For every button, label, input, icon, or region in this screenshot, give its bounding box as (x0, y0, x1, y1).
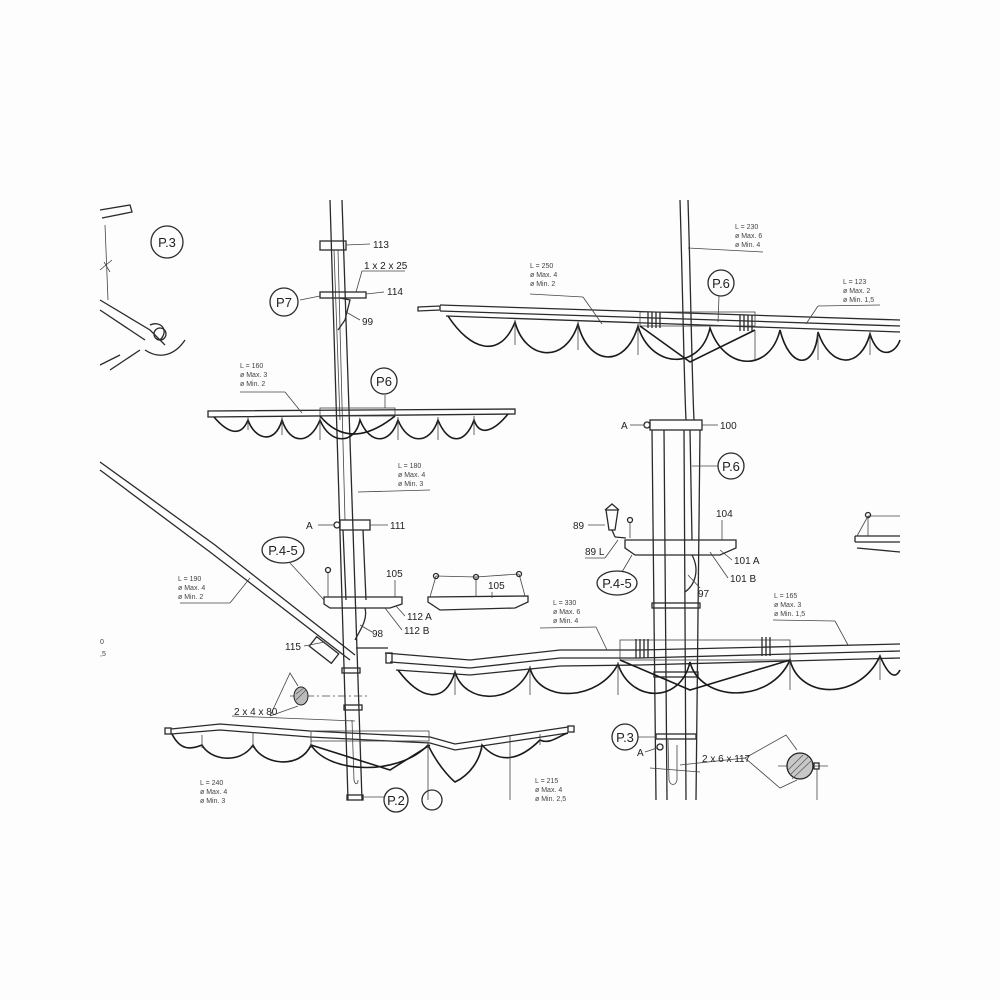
part-112b-label: 112 B (404, 626, 430, 637)
right-partial-top (854, 511, 901, 553)
part-105-detail-label: 105 (488, 581, 505, 592)
spec-length: L = 240 (200, 780, 223, 787)
yard-lower-left: P.2 L = 240 ø Max. 4 ø Min. 3 L = 215 ø … (164, 723, 575, 813)
part-101b-label: 101 B (730, 574, 756, 585)
cap-113 (319, 240, 347, 251)
edge-fragment: ,5 (100, 651, 106, 658)
spec-length: L = 123 (843, 279, 866, 286)
part-114-label: 114 (387, 287, 403, 298)
spec-min-diameter: ø Min. 1,5 (774, 611, 805, 618)
top-detail-105: 105 (427, 570, 529, 611)
spec-min-diameter: ø Min. 4 (553, 618, 578, 625)
ref-label: P.4-5 (268, 543, 297, 558)
point-a-label: A (621, 421, 628, 432)
point-a-label: A (637, 748, 644, 759)
spec-max-diameter: ø Max. 3 (774, 602, 801, 609)
cap-111 (339, 519, 371, 531)
spec-min-diameter: ø Min. 2,5 (535, 796, 566, 803)
point-a-label: A (306, 521, 313, 532)
ref-p3-bottom: P.3 (611, 723, 656, 751)
part-89l-label: 89 L (585, 547, 605, 558)
ref-label: P.3 (616, 730, 634, 745)
spec-min-diameter: ø Min. 3 (398, 481, 423, 488)
part-111-label: 111 (390, 521, 406, 532)
spec-max-diameter: ø Max. 4 (398, 472, 425, 479)
spec-min-diameter: ø Min. 3 (200, 798, 225, 805)
ref-p6-left: P6 (370, 367, 398, 408)
spec-mast-180: L = 180 ø Max. 4 ø Min. 3 (398, 463, 425, 488)
part-89-label: 89 (573, 521, 585, 532)
left-edge-fragments: 0 ,5 (100, 639, 106, 658)
spec-max-diameter: ø Max. 6 (553, 609, 580, 616)
part-105-label: 105 (386, 569, 403, 580)
part-115-label: 115 (285, 642, 301, 653)
diagonal-spar: L = 190 ø Max. 4 ø Min. 2 115 (99, 461, 356, 665)
ref-label: P.4-5 (602, 576, 631, 591)
mast-right: A 100 P.6 104 89 89 L 101 A 101 B 97 (573, 199, 760, 801)
cross-section-2x4x80: 2 x 4 x 80 (231, 672, 370, 722)
spec-max-diameter: ø Max. 2 (843, 288, 870, 295)
ref-label: P.6 (712, 276, 730, 291)
dim-1x2x25-label: 1 x 2 x 25 (364, 261, 408, 272)
crosstree-114 (319, 291, 367, 299)
spec-max-diameter: ø Max. 4 (200, 789, 227, 796)
ref-label: P7 (276, 295, 292, 310)
top-left-partial-detail: P.3 (99, 204, 186, 371)
spec-min-diameter: ø Min. 4 (735, 242, 760, 249)
dim-2x4x80-label: 2 x 4 x 80 (234, 707, 278, 718)
ref-p6-right-yard: P.6 (707, 269, 735, 323)
spec-length: L = 190 (178, 576, 201, 583)
spec-length: L = 165 (774, 593, 797, 600)
spec-length: L = 330 (553, 600, 576, 607)
part-99-label: 99 (362, 317, 374, 328)
ref-label: P6 (376, 374, 392, 389)
spec-length: L = 180 (398, 463, 421, 470)
spec-length: L = 250 (530, 263, 553, 270)
cross-section-2x6x117: 2 x 6 x 117 P.3 A (611, 723, 828, 800)
spec-min-diameter: ø Min. 2 (240, 381, 265, 388)
spec-max-diameter: ø Max. 3 (240, 372, 267, 379)
part-101a-label: 101 A (734, 556, 760, 567)
lantern-icon (604, 503, 627, 539)
ref-label: P.3 (158, 235, 176, 250)
yard-upper-left: L = 160 ø Max. 3 ø Min. 2 P6 (207, 363, 516, 440)
ref-p2-bottom: P.2 (362, 787, 409, 813)
part-112a-label: 112 A (407, 612, 432, 623)
mast-left: 113 114 1 x 2 x 25 99 P7 A 111 105 98 11… (261, 199, 432, 801)
spec-length: L = 160 (240, 363, 263, 370)
part-104-label: 104 (716, 509, 733, 520)
cap-100 (649, 419, 703, 431)
part-98-label: 98 (372, 629, 384, 640)
spec-min-diameter: ø Min. 2 (530, 281, 555, 288)
ref-p6-mast: P.6 (692, 452, 745, 480)
ref-p3-top: P.3 (150, 225, 184, 259)
part-113-label: 113 (373, 240, 389, 251)
ref-label: P.2 (387, 793, 405, 808)
ref-label: P.6 (722, 459, 740, 474)
spec-length: L = 215 (535, 778, 558, 785)
spec-max-diameter: ø Max. 4 (178, 585, 205, 592)
part-97-label: 97 (698, 589, 710, 600)
yard-upper-right: L = 250 ø Max. 4 ø Min. 2 L = 230 ø Max.… (417, 224, 901, 363)
spec-min-diameter: ø Min. 1,5 (843, 297, 874, 304)
part-100-label: 100 (720, 421, 737, 432)
ref-p45-right: P.4-5 (596, 554, 638, 596)
ref-p45-left: P.4-5 (261, 536, 325, 601)
dim-2x6x117-label: 2 x 6 x 117 (702, 754, 751, 765)
spec-max-diameter: ø Max. 4 (535, 787, 562, 794)
spec-max-diameter: ø Max. 6 (735, 233, 762, 240)
spec-min-diameter: ø Min. 2 (178, 594, 203, 601)
ref-p7: P7 (269, 287, 321, 317)
spec-max-diameter: ø Max. 4 (530, 272, 557, 279)
edge-fragment: 0 (100, 639, 104, 646)
spec-length: L = 230 (735, 224, 758, 231)
yard-lower-middle: L = 330 ø Max. 6 ø Min. 4 L = 165 ø Max.… (356, 593, 901, 698)
